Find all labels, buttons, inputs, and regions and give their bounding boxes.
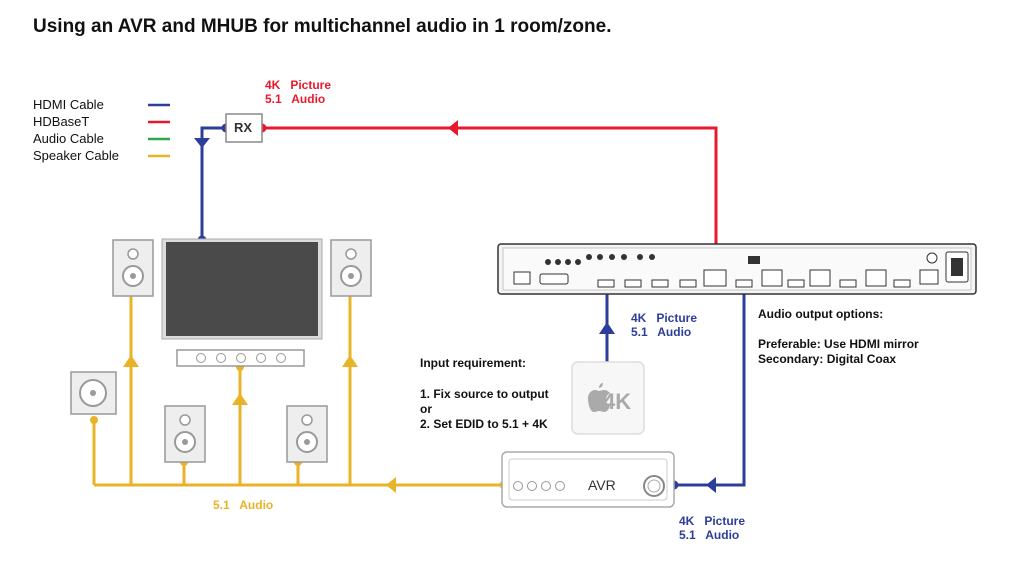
input-requirement-line3: 2. Set EDID to 5.1 + 4K: [420, 417, 548, 431]
front-left-speaker: [112, 239, 154, 297]
hdbaset-caption-line2: 5.1 Audio: [265, 92, 326, 106]
source-caption-line1: 4K Picture: [631, 311, 698, 325]
hdbaset-caption-line1: 4K Picture: [265, 78, 332, 92]
legend-label-hdmi: HDMI Cable: [33, 97, 104, 112]
rear-left-speaker: [164, 405, 206, 463]
center-speaker: [176, 349, 305, 367]
input-requirement-line2: or: [420, 402, 432, 416]
legend-label-audio: Audio Cable: [33, 131, 104, 146]
page-title: Using an AVR and MHUB for multichannel a…: [33, 16, 612, 37]
avr-in-caption-line2: 5.1 Audio: [679, 528, 740, 542]
subwoofer: [70, 371, 117, 415]
avr-receiver: [501, 451, 675, 508]
legend-label-speaker: Speaker Cable: [33, 148, 119, 163]
input-requirement-heading: Input requirement:: [420, 356, 527, 370]
legend-label-hdbaset: HDBaseT: [33, 114, 90, 129]
speaker-caption: 5.1 Audio: [213, 498, 274, 512]
audio-output-heading: Audio output options:: [758, 307, 884, 321]
avr-label: AVR: [588, 477, 616, 493]
audio-output-line1: Preferable: Use HDMI mirror: [758, 337, 919, 351]
television: [161, 238, 323, 340]
mhub-rack-unit: [497, 243, 977, 295]
apple-tv-box: [571, 361, 645, 435]
rear-right-speaker: [286, 405, 328, 463]
hdmi-rx-to-tv: [194, 123, 231, 245]
appletv-label: 4K: [603, 389, 632, 414]
legend-swatches: [148, 103, 170, 158]
avr-in-caption-line1: 4K Picture: [679, 514, 746, 528]
speaker-cables: [92, 290, 504, 487]
source-caption-line2: 5.1 Audio: [631, 325, 692, 339]
rx-label: RX: [234, 120, 253, 135]
audio-output-line2: Secondary: Digital Coax: [758, 352, 897, 366]
speaker-arrows: [123, 355, 396, 493]
front-right-speaker: [330, 239, 372, 297]
input-requirement-line1: 1. Fix source to output: [420, 387, 549, 401]
rx-box: [225, 113, 263, 143]
